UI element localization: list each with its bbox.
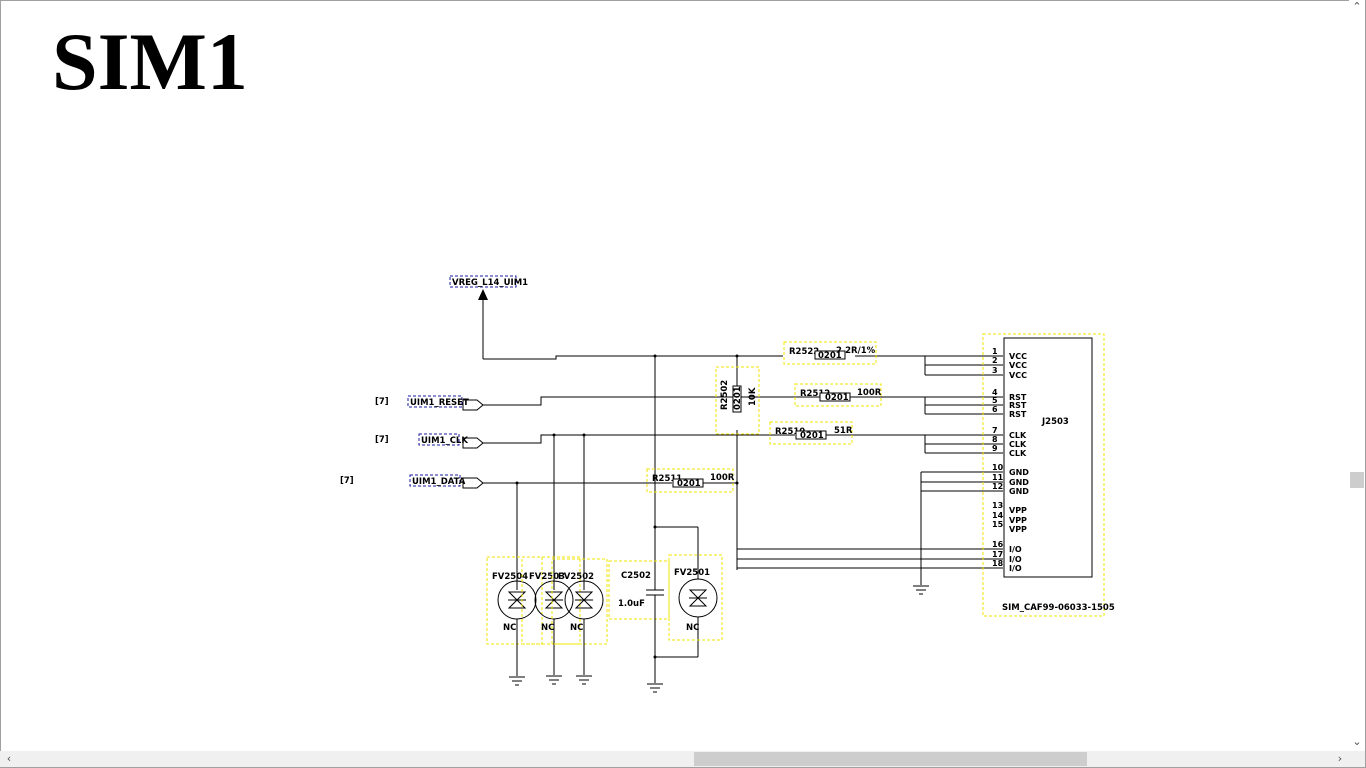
connector-pin-name: CLK [1009,440,1027,449]
svg-text:NC: NC [686,623,699,633]
svg-text:J2503: J2503 [1041,417,1069,427]
connector-pin-number: 15 [992,520,1004,529]
data-sheet-ref: [7] [340,476,354,486]
connector-pin-name: VCC [1009,371,1027,380]
svg-text:R2502: R2502 [720,380,730,410]
data-net: [7] UIM1_DATA [340,474,1003,590]
data-net-label: UIM1_DATA [412,477,466,487]
connector-pin-number: 16 [992,540,1004,549]
svg-text:C2502: C2502 [621,571,651,581]
connector-pin-name: I/O [1009,555,1022,564]
resistor-r2510[interactable]: R2510 51R 0201 [769,421,853,445]
svg-text:NC: NC [503,623,516,633]
resistor-r2512[interactable]: R2512 100R 0201 [794,383,882,407]
connector-pin-name: I/O [1009,545,1022,554]
svg-text:NC: NC [541,623,554,633]
connector-pin-number: 17 [992,550,1003,559]
svg-text:0201: 0201 [818,351,842,361]
connector-pin-number: 18 [992,559,1004,568]
connector-pin-name: CLK [1009,431,1027,440]
clk-net: [7] UIM1_CLK [375,433,1003,590]
svg-text:SIM_CAF99-06033-1505: SIM_CAF99-06033-1505 [1002,603,1115,613]
resistor-r2502[interactable]: R2502 0201 10K [715,366,760,435]
scrollbar-corner [1349,751,1365,767]
chevron-down-icon[interactable]: ⌄ [1352,735,1362,748]
connector-pin-number: 6 [992,405,998,414]
connector-pin-number: 4 [992,388,998,397]
svg-text:2.2R/1%: 2.2R/1% [836,346,876,356]
connector-pin-number: 12 [992,482,1003,491]
connector-pin-name: GND [1009,478,1029,487]
connector-pin-number: 11 [992,473,1004,482]
svg-text:NC: NC [570,623,583,633]
svg-text:100R: 100R [710,473,735,483]
vreg-power-port: VREG_L14_UIM1 [449,275,528,359]
clk-net-label: UIM1_CLK [421,436,468,446]
connector-pin-name: RST [1009,401,1027,410]
vertical-scrollbar-thumb[interactable] [1350,472,1364,488]
svg-text:R2522: R2522 [789,347,819,357]
clk-sheet-ref: [7] [375,435,389,445]
connector-pin-number: 1 [992,347,998,356]
vcc-wiring [483,354,1003,590]
svg-text:100R: 100R [857,388,882,398]
reset-net-label: UIM1_RESET [410,398,469,408]
resistor-r2522[interactable]: R2522 2.2R/1% 0201 [783,341,877,365]
connector-pin-name: VPP [1009,516,1027,525]
horizontal-scrollbar-thumb[interactable] [694,752,1087,766]
tvs-fv2502[interactable]: FV2502 NC [551,558,608,685]
connector-pin-name: I/O [1009,564,1022,573]
connector-pin-name: GND [1009,468,1029,477]
connector-pin-number: 9 [992,444,998,453]
chevron-right-icon[interactable]: › [1337,752,1343,765]
schematic-sheet: SIM1 VREG_L14_UIM1 R2522 2.2R/1% 0201 [7… [52,16,1115,693]
svg-text:FV2503: FV2503 [529,572,565,582]
connector-ground [913,471,1003,595]
connector-pin-number: 5 [992,396,998,405]
capacitor-c2502[interactable]: C2502 1.0uF [608,560,670,693]
connector-pin-name: RST [1009,410,1027,419]
connector-pin-number: 2 [992,356,998,365]
connector-pin-name: CLK [1009,449,1027,458]
svg-text:0201: 0201 [733,386,743,410]
connector-pin-number: 3 [992,366,998,375]
svg-text:10K: 10K [748,387,758,406]
svg-text:0201: 0201 [800,431,824,441]
power-arrow-icon [478,289,488,300]
sheet-title: SIM1 [52,16,248,107]
svg-text:FV2502: FV2502 [558,572,594,582]
svg-text:R2510: R2510 [775,427,805,437]
connector-j2503[interactable]: J2503 SIM_CAF99-06033-1505 1VCC2VCC3VCC4… [982,333,1115,617]
reset-net: [7] UIM1_RESET [375,395,1003,570]
connector-pin-name: RST [1009,393,1027,402]
svg-text:R2512: R2512 [800,389,830,399]
connector-pin-name: GND [1009,487,1029,496]
vreg-net-label: VREG_L14_UIM1 [452,278,528,288]
svg-text:FV2504: FV2504 [492,572,528,582]
connector-pin-name: VPP [1009,506,1027,515]
chevron-up-icon[interactable]: ⌃ [1352,0,1362,13]
resistor-r2511[interactable]: R2511 100R 0201 [646,468,735,493]
tvs-fv2504[interactable]: FV2504 NC [486,556,543,686]
reset-sheet-ref: [7] [375,397,389,407]
svg-text:0201: 0201 [677,479,701,489]
connector-pin-number: 14 [992,511,1004,520]
svg-text:1.0uF: 1.0uF [618,599,645,609]
connector-pin-name: VCC [1009,352,1027,361]
vertical-scrollbar[interactable] [1349,0,1365,751]
connector-pin-name: VPP [1009,525,1027,534]
connector-pin-number: 8 [992,435,998,444]
tvs-fv2501[interactable]: FV2501 NC [653,525,723,659]
connector-pin-number: 13 [992,501,1003,510]
svg-text:FV2501: FV2501 [674,568,710,578]
connector-pin-number: 7 [992,426,998,435]
connector-pin-number: 10 [992,463,1004,472]
svg-text:0201: 0201 [825,393,849,403]
chevron-left-icon[interactable]: ‹ [6,752,12,765]
horizontal-scrollbar[interactable] [0,751,1349,767]
connector-pin-name: VCC [1009,361,1027,370]
svg-text:R2511: R2511 [652,474,682,484]
svg-text:51R: 51R [834,426,853,436]
